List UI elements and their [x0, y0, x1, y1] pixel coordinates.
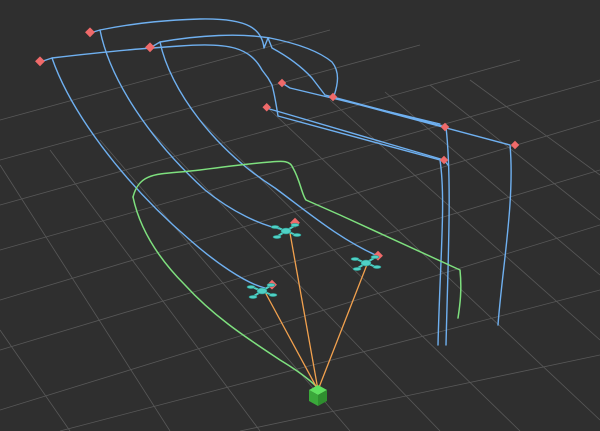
drone-1[interactable]: [246, 283, 278, 299]
waypoint-marker: [145, 42, 155, 53]
ground-grid: [0, 29, 600, 431]
waypoints[interactable]: [35, 27, 520, 290]
ground-station[interactable]: [309, 385, 327, 406]
leader-trajectories: [39, 18, 512, 346]
waypoint-marker: [510, 140, 520, 150]
waypoint-marker: [439, 155, 449, 165]
waypoint-marker: [35, 56, 45, 67]
waypoint-marker: [262, 103, 271, 112]
trajectory-5: [281, 82, 441, 125]
waypoint-marker: [85, 27, 95, 38]
drone-3[interactable]: [350, 255, 382, 271]
trajectory-1: [39, 44, 444, 346]
trajectory-3: [149, 34, 512, 326]
quadrotor-icon: [246, 283, 278, 299]
trajectory-2: [89, 18, 450, 346]
trajectory-8: [159, 41, 381, 258]
tether-2: [289, 232, 319, 391]
cube-icon: [309, 385, 327, 406]
trajectory-7: [99, 29, 286, 231]
tethers: [264, 232, 369, 391]
waypoint-marker: [440, 122, 450, 132]
quadrotor-icon: [270, 223, 302, 239]
payload-trajectory: [132, 160, 462, 389]
trajectory-6: [51, 57, 266, 289]
waypoint-marker: [277, 78, 287, 88]
tether-1: [264, 291, 319, 391]
drone-2[interactable]: [270, 223, 302, 239]
quadrotor-icon: [350, 255, 382, 271]
waypoint-marker: [328, 92, 338, 102]
tether-3: [317, 261, 369, 391]
trajectory-4: [265, 107, 449, 166]
